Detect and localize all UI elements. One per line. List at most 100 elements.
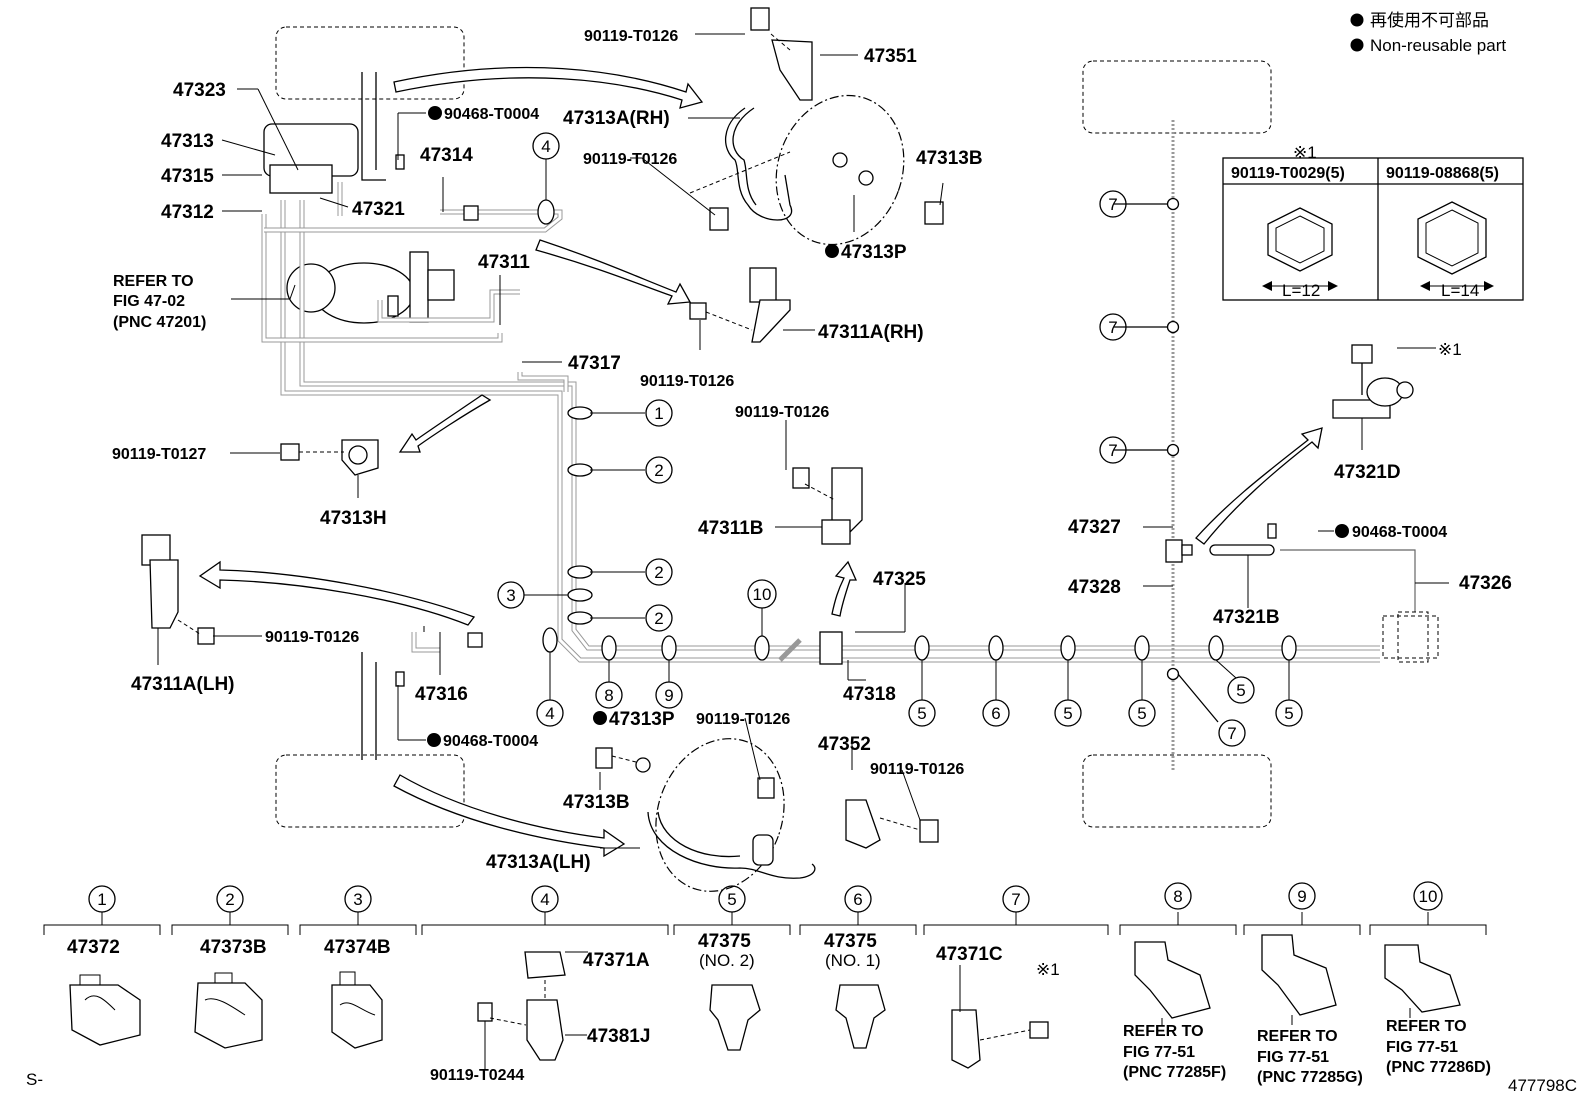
master-cylinder-assembly [263, 123, 455, 324]
svg-text:8: 8 [604, 686, 613, 705]
bottom-ref-10-3: (PNC 77286D) [1386, 1059, 1491, 1076]
bottom-num-2: 2 [225, 890, 234, 909]
left-bracket-47311a-lh [141, 534, 215, 645]
bolt-90119-t0244-drawing [477, 1002, 493, 1022]
callout-5b: 5 [1054, 660, 1082, 727]
label-47311a-rh: 47311A(RH) [818, 322, 924, 343]
label-47352: 47352 [818, 734, 871, 755]
label-47328: 47328 [1068, 577, 1121, 598]
callout-3: 3 [497, 581, 568, 609]
clip-9-drawing [1261, 934, 1337, 1016]
label-90119-t0126-g: 90119-T0126 [870, 761, 964, 778]
label-90119-t0126-e: 90119-T0126 [265, 629, 359, 646]
label-47311: 47311 [478, 252, 530, 273]
diagram-id: 477798C [1508, 1076, 1577, 1095]
svg-text:2: 2 [654, 563, 663, 582]
label-47313a-rh: 47313A(RH) [563, 108, 670, 129]
callout-7d: 7 [1218, 719, 1246, 747]
label-47313b-top: 47313B [916, 148, 983, 169]
label-47318: 47318 [843, 684, 896, 705]
clip-10-drawing [1384, 944, 1461, 1013]
brake-pipes-left [261, 182, 1380, 663]
placeholder-box-top-right [1082, 60, 1272, 134]
harness-horizontal-clips [463, 199, 1297, 665]
part-labels: 47323 47313 47315 47312 47321 90468-T000… [112, 28, 1512, 873]
callout-5d: 5 [1215, 659, 1255, 704]
svg-text:5: 5 [1063, 704, 1072, 723]
label-90468-mid: 90468-T0004 [443, 733, 538, 750]
bottom-ref-10-1: REFER TO [1386, 1018, 1467, 1035]
refer-line3: (PNC 47201) [113, 314, 206, 331]
bottom-num-3: 3 [353, 890, 362, 909]
svg-text:7: 7 [1108, 318, 1117, 337]
svg-text:1: 1 [654, 404, 663, 423]
svg-text:5: 5 [917, 704, 926, 723]
refer-line2: FIG 47-02 [113, 293, 185, 310]
bottom-parts-row: 1 2 3 4 5 6 7 8 9 10 47372 47373B 47374B… [43, 881, 1491, 1086]
clip-47371c-drawing [951, 1009, 981, 1069]
bottom-num-1: 1 [97, 890, 106, 909]
svg-text:4: 4 [541, 137, 550, 156]
label-47312: 47312 [161, 202, 214, 223]
rh-sensor-bracket [689, 267, 791, 343]
svg-text:4: 4 [545, 704, 554, 723]
legend: 再使用不可部品 Non-reusable part [1350, 10, 1506, 55]
bolt-reference-table: ※1 90119-T0029(5) 90119-08868(5) L=12 L=… [1222, 143, 1524, 301]
label-47315: 47315 [161, 166, 214, 187]
label-90119-t0126-d: 90119-T0126 [735, 404, 829, 421]
placeholder-box-bottom-left [275, 754, 465, 828]
table-mark: ※1 [1293, 143, 1317, 162]
bottom-part-4: 47371A [583, 950, 650, 971]
placeholder-box-bottom-right [1082, 754, 1272, 828]
label-47317: 47317 [568, 353, 621, 374]
label-90119-t0127: 90119-T0127 [112, 446, 206, 463]
flow-arrows [198, 66, 1323, 858]
table-col2-size: L=14 [1441, 281, 1479, 300]
callout-1: 1 [590, 399, 673, 427]
bottom-num-10: 10 [1419, 887, 1438, 906]
label-47321d: 47321D [1334, 462, 1401, 483]
label-47313p-top: 47313P [841, 242, 907, 263]
svg-text:7: 7 [1108, 195, 1117, 214]
svg-text:3: 3 [506, 586, 515, 605]
leader-lines [157, 33, 1449, 849]
clip-47374b-drawing [331, 984, 383, 1049]
table-col2: 90119-08868(5) [1386, 165, 1499, 182]
bottom-ref-9-3: (PNC 77285G) [1257, 1069, 1363, 1086]
refer-line1: REFER TO [113, 273, 194, 290]
label-47321b: 47321B [1213, 607, 1280, 628]
label-90468-right: 90468-T0004 [1352, 524, 1447, 541]
bottom-ref-8-2: FIG 77-51 [1123, 1044, 1195, 1061]
svg-text:5: 5 [1284, 704, 1293, 723]
clip-47372-drawing [69, 984, 141, 1046]
callouts: 1 2 2 3 2 4 4 5 5 5 5 5 6 7 7 7 7 8 9 10 [497, 132, 1303, 747]
label-47316: 47316 [415, 684, 468, 705]
clip-8-drawing [1134, 941, 1211, 1019]
bottom-ref-9-1: REFER TO [1257, 1028, 1338, 1045]
callout-5c: 5 [1128, 660, 1156, 727]
svg-text:9: 9 [664, 686, 673, 705]
svg-text:5: 5 [1137, 704, 1146, 723]
legend-jp: 再使用不可部品 [1370, 10, 1489, 30]
svg-text:6: 6 [991, 704, 1000, 723]
label-90119-t0126-f: 90119-T0126 [696, 711, 790, 728]
callout-7c: 7 [1099, 436, 1127, 464]
left-sensor-47313h [280, 439, 379, 476]
svg-text:2: 2 [654, 461, 663, 480]
label-47313h: 47313H [320, 508, 387, 529]
clip-47373b-drawing [194, 982, 263, 1049]
right-components [1165, 344, 1439, 663]
rh-brake-assembly [689, 7, 944, 246]
bottom-part-7: 47371C [936, 944, 1003, 965]
bottom-num-8: 8 [1173, 887, 1182, 906]
label-47311a-lh: 47311A(LH) [131, 674, 235, 695]
label-90119-t0126-c: 90119-T0126 [640, 373, 734, 390]
clip-47371a-drawing [524, 951, 566, 979]
callout-8: 8 [595, 660, 623, 709]
bottom-part-1: 47372 [67, 937, 120, 958]
bracket-47381j-drawing [526, 999, 564, 1061]
mid-bracket-47311b [792, 467, 863, 545]
label-47313a-lh: 47313A(LH) [486, 852, 591, 873]
bolt-mark1-drawing [1029, 1021, 1049, 1039]
bottom-part-4-sub: 47381J [587, 1026, 650, 1047]
